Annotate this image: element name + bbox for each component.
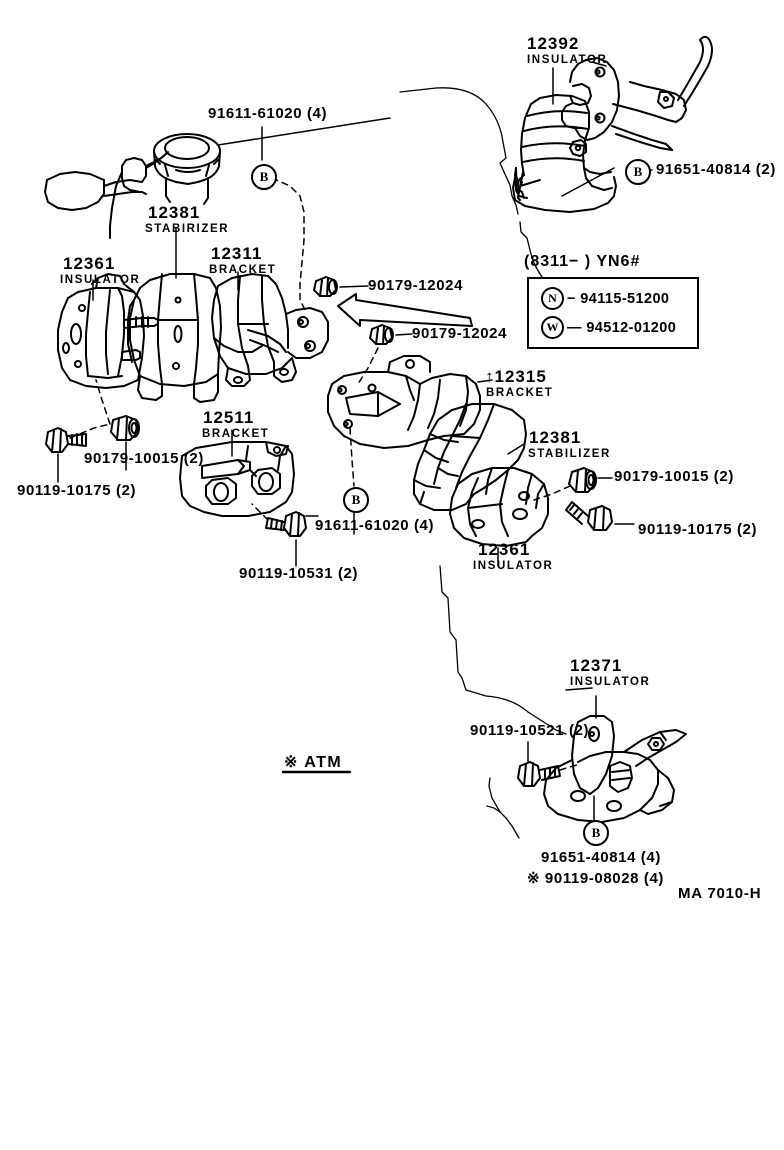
label-12511-number: 12511 xyxy=(203,408,255,427)
label-90179-12024-a: 90179-12024 xyxy=(368,277,464,294)
label-12381-left-number: 12381 xyxy=(148,203,201,222)
part-12392-insulator-art xyxy=(512,35,713,213)
label-90119-08028: ※ 90119-08028 (4) xyxy=(527,870,665,887)
fastener-90119-10175-left xyxy=(45,427,87,453)
label-91651-40814-bottom: 91651-40814 (4) xyxy=(541,849,661,866)
label-12361-left-name: INSULATOR xyxy=(60,274,141,286)
label-12371-number: 12371 xyxy=(570,656,623,675)
fastener-90119-10175-right xyxy=(565,501,613,531)
label-91611-61020-mid: 91611-61020 (4) xyxy=(315,517,435,534)
legend-part-w: — 94512-01200 xyxy=(567,319,677,336)
part-12315-art xyxy=(327,355,481,449)
n-symbol-icon: N xyxy=(541,287,564,310)
frame-rail-bottom-left xyxy=(486,777,520,839)
fastener-90179-10015-left xyxy=(110,415,140,441)
b-marker-top-right: B xyxy=(625,159,651,185)
legend-box: N − 94115-51200 W — 94512-01200 xyxy=(527,277,699,349)
label-12315-number: ↑12315 xyxy=(485,367,547,386)
label-12381-right-number: 12381 xyxy=(529,428,582,447)
fastener-90179-10015-right xyxy=(568,467,597,493)
part-12381-ring-art xyxy=(153,133,221,205)
b-marker-mid: B xyxy=(343,487,369,513)
label-12361-right-number: 12361 xyxy=(478,540,531,559)
model-header: (8311− ) YN6# xyxy=(524,253,641,270)
fastener-90179-12024-a xyxy=(313,276,338,297)
label-90119-10531: 90119-10531 (2) xyxy=(239,565,359,582)
label-12361-right-name: INSULATOR xyxy=(473,560,554,572)
label-12511-name: BRACKET xyxy=(202,428,270,440)
label-12381-right-name: STABILIZER xyxy=(528,448,611,460)
part-12381-right-art xyxy=(413,403,527,511)
label-12381-left-name: STABIRIZER xyxy=(145,223,230,235)
left-hose-art xyxy=(44,151,169,239)
fastener-90179-12024-b xyxy=(369,324,394,345)
part-12361-left-art xyxy=(57,273,159,389)
drawing-code: MA 7010-H xyxy=(678,885,762,902)
b-marker-top: B xyxy=(251,164,277,190)
label-90119-10521: 90119-10521 (2) xyxy=(470,722,590,739)
label-12361-left-number: 12361 xyxy=(63,254,116,273)
fastener-90119-10521 xyxy=(517,761,561,787)
w-symbol-icon: W xyxy=(541,316,564,339)
part-12511-art xyxy=(179,441,295,517)
leader-lines xyxy=(57,61,653,845)
label-90119-10175-left: 90119-10175 (2) xyxy=(17,482,137,499)
legend-row-w: W — 94512-01200 xyxy=(541,316,677,339)
b-marker-bottom: B xyxy=(583,820,609,846)
fastener-90119-10531 xyxy=(265,511,307,537)
label-12311-name: BRACKET xyxy=(209,264,277,276)
label-91651-40814-top: 91651-40814 (2) xyxy=(656,161,776,178)
label-12392-name: INSULATOR xyxy=(527,54,608,66)
part-12381-left-art xyxy=(127,273,222,403)
label-90179-12024-b: 90179-12024 xyxy=(412,325,508,342)
move-arrow xyxy=(337,293,473,327)
part-12361-right-art xyxy=(449,467,549,547)
part-12311-art xyxy=(211,273,329,387)
label-12311-number: 12311 xyxy=(211,244,263,263)
label-12371-name: INSULATOR xyxy=(570,676,651,688)
legend-part-n: − 94115-51200 xyxy=(567,290,670,307)
label-91611-61020-top: 91611-61020 (4) xyxy=(208,105,328,122)
label-90179-10015-right: 90179-10015 (2) xyxy=(614,468,734,485)
legend-row-n: N − 94115-51200 xyxy=(541,287,670,310)
label-12315-name: BRACKET xyxy=(486,387,554,399)
note-atm: ※ ATM xyxy=(284,754,343,771)
label-90119-10175-right: 90119-10175 (2) xyxy=(638,521,758,538)
label-12392-number: 12392 xyxy=(527,34,580,53)
frame-rail-lower xyxy=(439,565,567,735)
label-90179-10015-left: 90179-10015 (2) xyxy=(84,450,204,467)
